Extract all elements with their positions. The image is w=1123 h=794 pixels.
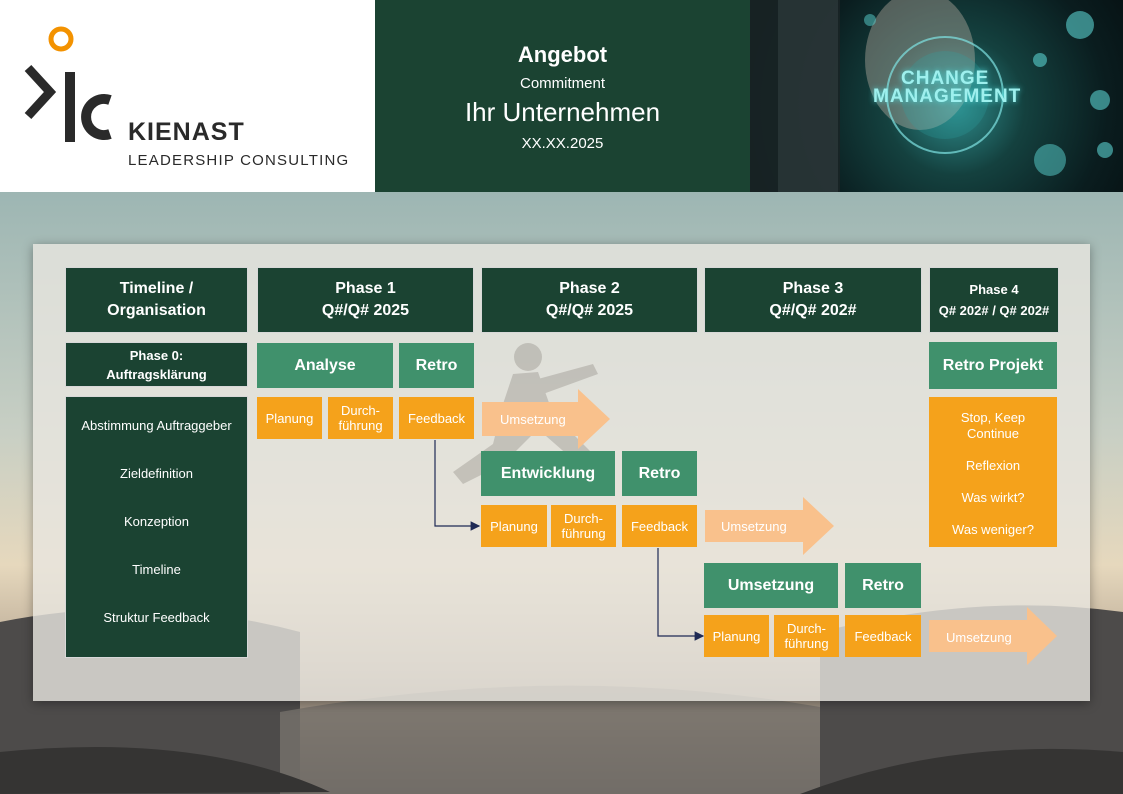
retro-label: Retro [415,356,458,374]
phase-3-period: Q#/Q# 202# [769,302,857,319]
brand-name: KIENAST [128,118,245,146]
phase-4-period: Q# 202# / Q# 202# [938,303,1050,318]
phase-2-header: Phase 2 Q#/Q# 2025 [481,267,698,333]
phase-2-name: Phase 2 [559,280,620,297]
photo-text-change: CHANGE [901,68,990,89]
phase-3-name: Phase 3 [782,280,844,297]
kienast-logo [24,26,112,142]
phase-4-name: Phase 4 [969,282,1019,297]
logo-chevron [24,64,57,120]
retro-projekt-box: Retro Projekt [929,342,1057,389]
entwicklung-box: Entwicklung [481,451,615,496]
title-panel: Angebot Commitment Ihr Unternehmen XX.XX… [375,0,750,192]
phase-1-header: Phase 1 Q#/Q# 2025 [257,267,474,333]
retro-projekt-item: Reflexion [965,458,1021,473]
connector-row1-row2 [434,440,481,531]
photo-text-management: MANAGEMENT [873,86,1022,107]
header: KIENAST LEADERSHIP CONSULTING Angebot Co… [0,0,1123,192]
logo-orange-ring [48,26,74,52]
phase-0-title-line2: Auftragsklärung [106,366,207,382]
durchfuehrung-label: Durch- führung [784,621,829,651]
retro-projekt-label: Retro Projekt [942,356,1044,374]
feedback-box-row2: Feedback [622,505,697,547]
umsetzung-label: Umsetzung [727,576,815,594]
retro-box-row2: Retro [622,451,697,496]
feedback-label: Feedback [630,518,689,534]
durchfuehrung-box-row3: Durch- führung [774,615,839,657]
planung-label: Planung [265,410,314,426]
durchfuehrung-box-row2: Durch- führung [551,505,616,547]
phase-2-period: Q#/Q# 2025 [545,302,634,319]
logo-c [81,94,112,140]
logo-panel: KIENAST LEADERSHIP CONSULTING [0,0,375,192]
logo-bar [65,72,75,142]
phase-3-header: Phase 3 Q#/Q# 202# [704,267,922,333]
company-name: Ihr Unternehmen [464,97,661,127]
feedback-label: Feedback [854,628,912,644]
retro-box-row1: Retro [399,343,474,388]
feedback-label: Feedback [407,410,466,426]
offer-title: Angebot [517,42,608,67]
phase-diagram: Timeline / Organisation Phase 1 Q#/Q# 20… [33,244,1090,701]
phase-0-item: Struktur Feedback [103,610,210,625]
analyse-label: Analyse [294,356,356,374]
retro-projekt-item: Was wirkt? [961,490,1025,505]
retro-projekt-item: Stop, Keep Continue [960,410,1026,441]
output-arrow-row3 [929,607,1057,665]
phase-0-list: Abstimmung Auftraggeber Zieldefinition K… [65,396,248,658]
timeline-header-label: Timeline / Organisation [107,280,206,319]
umsetzung-output-row3: Umsetzung [946,630,1012,645]
umsetzung-box: Umsetzung [704,563,838,608]
brand-subtitle: LEADERSHIP CONSULTING [128,152,350,169]
photo-illustration [750,0,1113,192]
offer-subtitle: Commitment [519,75,605,92]
umsetzung-output-row1: Umsetzung [500,412,566,427]
offer-date: XX.XX.2025 [521,135,604,152]
retro-projekt-item: Was weniger? [952,522,1034,537]
planung-box-row3: Planung [704,615,769,657]
phase-1-name: Phase 1 [335,280,396,297]
timeline-header: Timeline / Organisation [65,267,248,333]
planung-box-row2: Planung [481,505,547,547]
output-arrow-row2 [705,497,834,555]
change-management-photo: CHANGE MANAGEMENT [750,0,1123,192]
phase-0-title-line1: Phase 0: [129,347,184,363]
flow-arrows [434,389,1057,665]
retro-projekt-list: Stop, Keep Continue Reflexion Was wirkt?… [929,397,1057,547]
retro-label: Retro [638,464,681,482]
retro-box-row3: Retro [845,563,921,608]
phase-0-item: Zieldefinition [120,466,193,481]
feedback-box-row1: Feedback [399,397,474,439]
phase-0-item: Abstimmung Auftraggeber [81,418,232,433]
durchfuehrung-label: Durch- führung [561,511,606,541]
phase-0-header: Phase 0: Auftragsklärung [65,342,248,387]
durchfuehrung-label: Durch- führung [338,403,383,433]
phase-1-period: Q#/Q# 2025 [321,302,410,319]
entwicklung-label: Entwicklung [500,464,596,482]
phase-0-item: Konzeption [123,514,190,529]
planung-box-row1: Planung [257,397,322,439]
planung-label: Planung [712,628,761,644]
analyse-box: Analyse [257,343,393,388]
feedback-box-row3: Feedback [845,615,921,657]
retro-label: Retro [862,576,904,594]
phase-4-header: Phase 4 Q# 202# / Q# 202# [929,267,1059,333]
phase-0-item: Timeline [132,562,181,577]
output-arrow-row1 [482,389,610,449]
umsetzung-output-row2: Umsetzung [721,519,787,534]
durchfuehrung-box-row1: Durch- führung [328,397,393,439]
connector-row2-row3 [657,548,705,641]
planung-label: Planung [490,518,538,534]
